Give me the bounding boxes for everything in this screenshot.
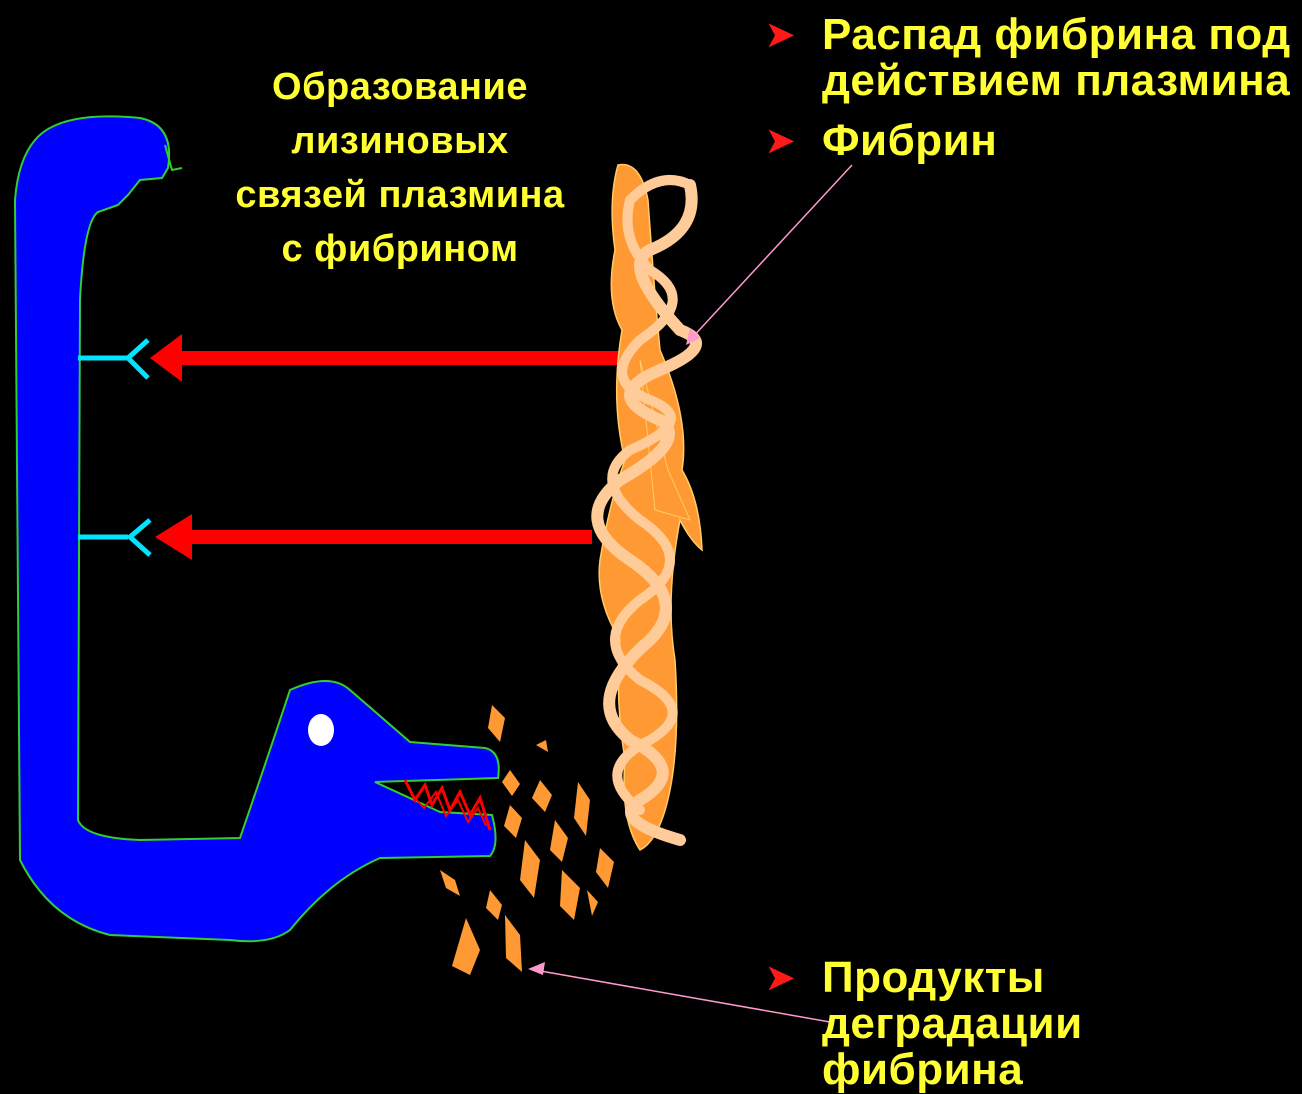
fibrin-pointer-line — [690, 165, 852, 340]
bullet-marker-icon: ➤ — [766, 118, 795, 164]
bullet-products-line-1: Продукты деградации — [822, 955, 1302, 1047]
lysine-binding-site-upper — [78, 340, 148, 378]
bullet-breakdown-line-2: действием плазмина — [822, 58, 1291, 104]
title-line-1: Образование — [200, 60, 600, 114]
bullet-breakdown-line-1: Распад фибрина под — [822, 12, 1291, 58]
bullet-fibrin-label: Фибрин — [822, 118, 997, 164]
plasmin-eye — [308, 714, 334, 746]
title-line-2: лизиновых — [200, 114, 600, 168]
title-line-4: с фибрином — [200, 222, 600, 276]
bullet-fibrin-breakdown: ➤ Распад фибрина под действием плазмина — [822, 12, 1291, 104]
bullet-marker-icon: ➤ — [766, 955, 795, 1001]
diagram-title: Образование лизиновых связей плазмина с … — [200, 60, 600, 276]
bullet-products-line-2: фибрина — [822, 1047, 1302, 1093]
binding-arrow-lower — [155, 514, 592, 560]
bullet-marker-icon: ➤ — [766, 12, 795, 58]
binding-arrow-upper — [150, 334, 620, 382]
bullet-degradation-products: ➤ Продукты деградации фибрина — [822, 955, 1302, 1093]
fibrin-fiber — [597, 164, 702, 850]
diagram-canvas — [0, 0, 1302, 1049]
products-pointer-head — [528, 962, 545, 975]
bullet-fibrin: ➤ Фибрин — [822, 118, 997, 164]
title-line-3: связей плазмина — [200, 168, 600, 222]
lysine-binding-site-lower — [78, 520, 150, 555]
